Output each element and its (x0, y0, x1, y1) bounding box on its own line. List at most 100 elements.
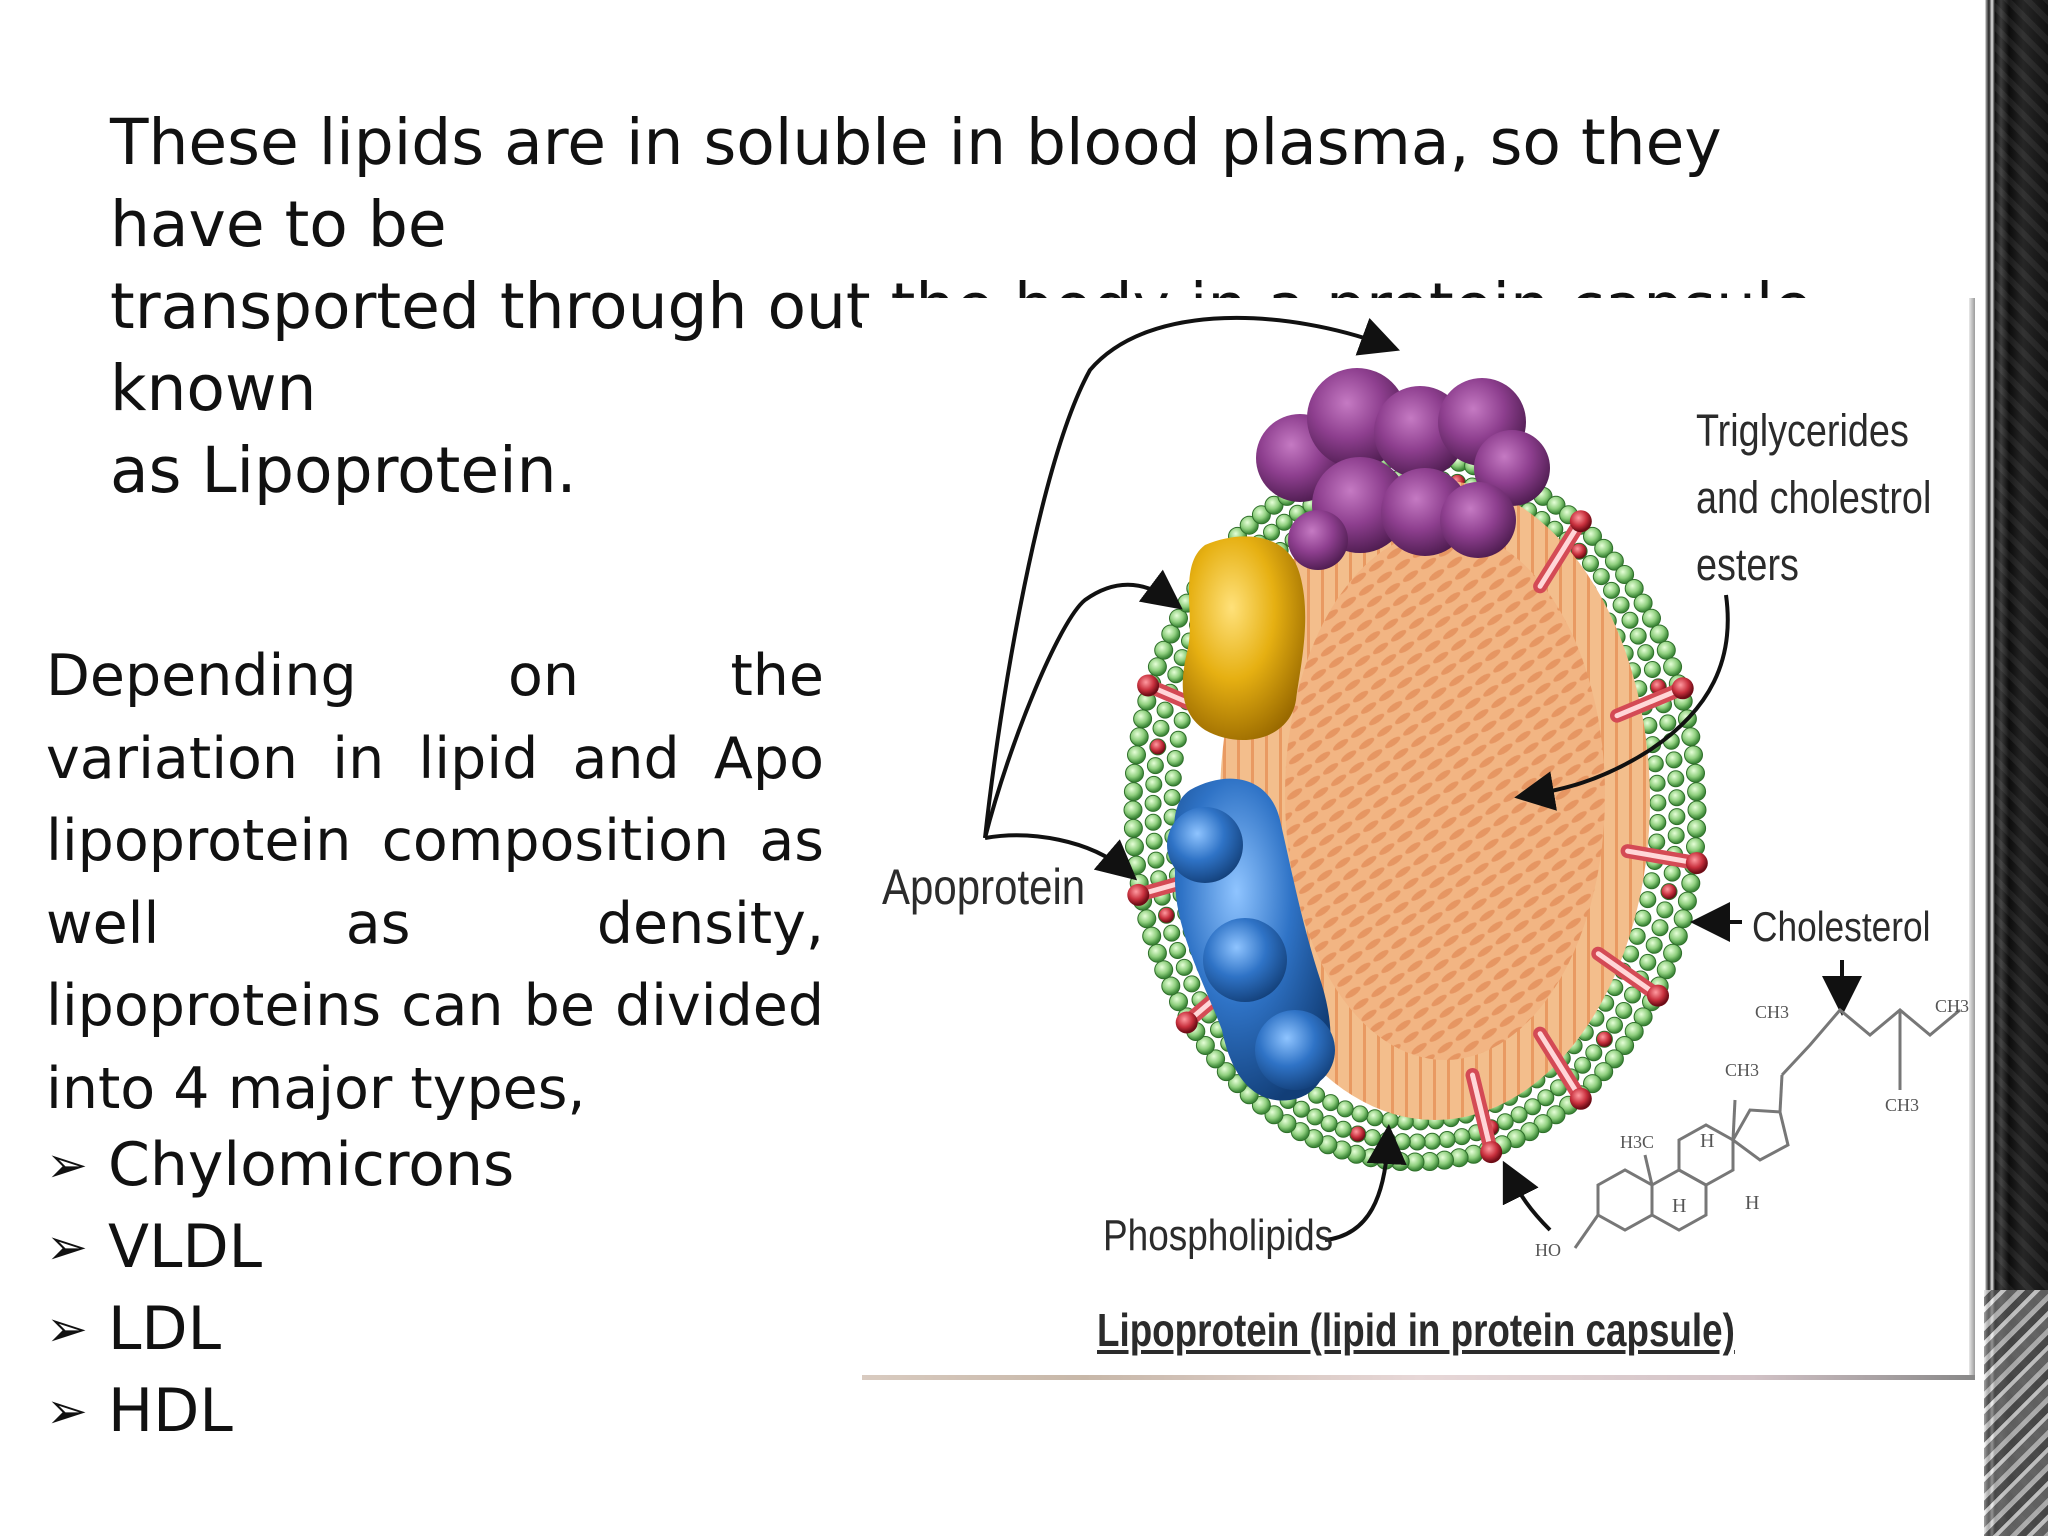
phospholipid-head (1123, 782, 1143, 802)
cholesterol-label: Cholesterol (1752, 903, 1931, 950)
phospholipid-head (1615, 565, 1635, 584)
phospholipid-head (1161, 624, 1181, 644)
phospholipid-head (1142, 926, 1162, 946)
phospholipid-head (1154, 640, 1174, 660)
phospholipid-head (1673, 909, 1693, 929)
phospholipid-head (1624, 986, 1641, 1004)
phospholipid-head (1251, 505, 1271, 525)
phospholipid-head (1149, 738, 1167, 756)
phospholipid-head (1263, 523, 1280, 541)
figure-shadow-bottom (862, 1375, 1975, 1380)
core-arrow (1514, 594, 1730, 811)
arrow-bullet-icon: ➢ (46, 1300, 88, 1358)
phospholipid-head (1604, 551, 1624, 571)
chem-label-ch3: CH3 (1755, 1002, 1790, 1022)
phospholipid-head (1646, 755, 1664, 773)
phospholipid-head (1574, 1056, 1592, 1074)
phospholipid-head (1648, 833, 1666, 851)
phospholipid-head (1336, 1100, 1354, 1118)
phospholipid-head (1643, 661, 1661, 678)
chem-label-h: H (1745, 1192, 1760, 1214)
phospholipid-head (1251, 1095, 1271, 1115)
list-item: ➢ Chylomicrons (46, 1124, 514, 1206)
phospholipid-head (1582, 555, 1599, 572)
phospholipid-head (1292, 1100, 1310, 1118)
chem-label-h: H (1672, 1195, 1687, 1217)
lipoprotein-diagram (983, 315, 1961, 1249)
phospholipid-head (1651, 919, 1669, 937)
phospholipid-arrow (1324, 1124, 1407, 1242)
phospholipid-head (1216, 1062, 1236, 1082)
phospholipid-head (1656, 640, 1676, 660)
phospholipid-head (1634, 909, 1652, 927)
arrow-bullet-icon: ➢ (46, 1136, 88, 1194)
slide-edge-border (1975, 0, 2048, 1536)
phospholipid-head (1649, 624, 1669, 644)
phospholipid-head (1408, 1133, 1426, 1151)
apoprotein-blue (1167, 778, 1335, 1101)
arrow-bullet-icon: ➢ (46, 1382, 88, 1440)
phospholipid-head (1606, 1016, 1623, 1034)
phospholipid-head (1169, 992, 1188, 1012)
phospholipid-head (1621, 611, 1639, 629)
list-item: ➢ LDL (46, 1288, 514, 1370)
phospholipid-head (1147, 851, 1165, 869)
phospholipid-head (1656, 901, 1674, 919)
phospholipid-head (1164, 769, 1182, 787)
phospholipid-head (1649, 794, 1667, 812)
phospholipid-head (1667, 827, 1685, 845)
phospholipid-head (1684, 745, 1703, 765)
phospholipid-head (1349, 1125, 1367, 1143)
triglycerides-label-line-3: esters (1696, 539, 1799, 590)
cholesterol-molecule (1591, 946, 1669, 1007)
phospholipid-head (1152, 719, 1170, 737)
phospholipid-head (1163, 924, 1181, 942)
lipid-core (1285, 530, 1605, 1060)
phospholipid-head (1639, 953, 1657, 971)
phospholipid-head (1594, 538, 1614, 558)
phospholipid-head (1687, 800, 1707, 820)
phospholipid-head (1133, 709, 1153, 729)
phospholipid-head (1277, 1114, 1297, 1134)
phospholipid-head (1183, 975, 1201, 993)
phospholipid-head (1144, 794, 1162, 812)
slide-edge-texture (1995, 0, 2048, 1536)
phospholipid-head (1206, 1049, 1226, 1069)
phospholipid-head (1681, 727, 1701, 747)
phospholipid-head (1687, 818, 1707, 838)
phospholipid-head (1167, 666, 1185, 684)
lipoprotein-figure (862, 298, 1974, 1380)
phospholipid-head (1334, 1120, 1352, 1138)
phospholipid-head (1642, 608, 1661, 628)
type-hdl: HDL (108, 1376, 233, 1446)
phospholipid-head (1239, 515, 1259, 535)
phospholipid-head (1264, 1105, 1284, 1125)
phospholipid-head (1146, 757, 1164, 775)
intro-line-3: as Lipoprotein. (110, 434, 577, 507)
phospholipid-head (1583, 526, 1602, 546)
apoprotein-arrow-purple (983, 315, 1401, 839)
triglycerides-label-line-1: Triglycerides (1696, 405, 1909, 456)
type-chylomicrons: Chylomicrons (108, 1130, 515, 1200)
phospholipid-head (1423, 1132, 1441, 1150)
phospholipid-head (1147, 657, 1167, 677)
phospholipid-head (1639, 891, 1657, 909)
cholesterol-molecule (1620, 844, 1708, 875)
apoprotein-arrow-yellow (983, 569, 1183, 839)
phospholipid-head (1663, 943, 1683, 963)
slide-edge-texture-bottom (1984, 1290, 2048, 1536)
phospholipid-head (1147, 943, 1167, 963)
apoprotein-arrow-blue (984, 833, 1138, 881)
phospholipid-head (1169, 730, 1187, 748)
phospholipid-head (1123, 818, 1143, 838)
chem-label-ch3: CH3 (1885, 1095, 1920, 1115)
phospholipid-head (1595, 1030, 1613, 1048)
phospholipid-head (1628, 927, 1646, 945)
chem-label-ho: HO (1535, 1240, 1561, 1260)
phospholipid-head (1648, 774, 1666, 792)
phospholipid-head (1173, 711, 1191, 729)
cholesterol-molecules (1127, 510, 1708, 1164)
phospholipid-head (1145, 832, 1163, 850)
type-ldl: LDL (108, 1294, 222, 1364)
phospholipid-head (1585, 1044, 1603, 1062)
